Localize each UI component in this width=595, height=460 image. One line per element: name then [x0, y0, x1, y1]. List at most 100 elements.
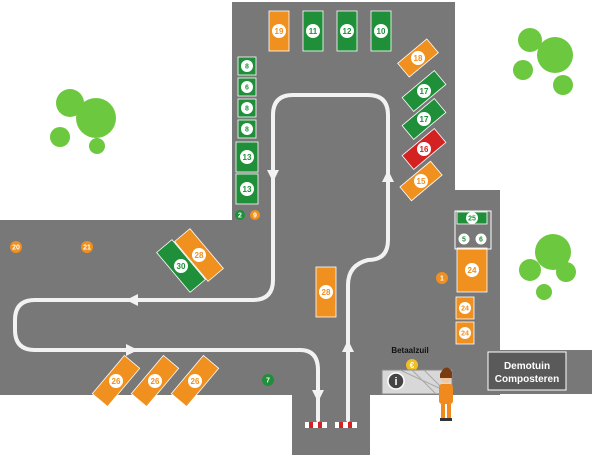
container-label: 28	[195, 251, 204, 260]
marker-dot	[436, 272, 448, 284]
marker-m21[interactable]: 21	[81, 241, 93, 253]
container-c8c[interactable]: 8	[237, 119, 257, 139]
marker-dot	[10, 241, 22, 253]
container-c12[interactable]: 12	[336, 10, 358, 52]
marker-m6[interactable]: 6	[475, 233, 487, 245]
container-c26b[interactable]: 26	[130, 354, 180, 408]
payment-station[interactable]: Betaalzuil €	[391, 346, 429, 371]
marker-m9[interactable]: 9	[250, 210, 260, 220]
container-label: 10	[377, 27, 386, 36]
container-c24c[interactable]: 24	[455, 321, 475, 345]
container-c13b[interactable]: 13	[235, 173, 259, 205]
container-c13a[interactable]: 13	[235, 141, 259, 173]
container-label: 17	[420, 115, 429, 124]
container-c30[interactable]: 30	[156, 239, 206, 293]
marker-m1[interactable]: 1	[436, 272, 448, 284]
arrow-down-icon	[312, 390, 324, 402]
container-label: 16	[420, 145, 429, 154]
container-badge	[188, 374, 202, 388]
container-c11[interactable]: 11	[302, 10, 324, 52]
container-badge	[374, 24, 388, 38]
container-label: 30	[177, 262, 186, 271]
marker-label: 20	[12, 245, 20, 252]
euro-coin-icon	[406, 359, 418, 371]
tree-icon	[89, 138, 105, 154]
container-label: 24	[468, 266, 477, 275]
container-c8a[interactable]: 8	[237, 56, 257, 76]
container-label: 13	[243, 153, 252, 162]
container-c25[interactable]: 25	[456, 211, 488, 225]
container-label: 26	[191, 377, 200, 386]
container-c17a[interactable]: 17	[401, 70, 447, 112]
container-label: 28	[322, 288, 331, 297]
marker-label: 21	[83, 245, 91, 252]
marker-m5[interactable]: 5	[458, 233, 470, 245]
container-badge	[240, 150, 254, 164]
container-badge	[414, 174, 428, 188]
route-line	[271, 93, 390, 422]
marker-label: 5	[462, 237, 466, 244]
container-badge	[417, 142, 431, 156]
container-label: 18	[414, 54, 423, 63]
building-line1: Demotuin	[504, 361, 550, 372]
info-icon[interactable]	[387, 372, 405, 390]
container-c26a[interactable]: 26	[91, 354, 141, 408]
tree-icon	[513, 60, 533, 80]
container-label: 13	[243, 185, 252, 194]
tree-icon	[50, 127, 70, 147]
container-c19[interactable]: 19	[268, 10, 290, 52]
container-label: 24	[461, 331, 469, 338]
container-c26c[interactable]: 26	[170, 354, 220, 408]
marker-dot	[250, 210, 260, 220]
container-label: 26	[112, 377, 121, 386]
compost-demo-garden[interactable]: Demotuin Composteren	[466, 350, 592, 394]
container-badge	[241, 60, 253, 72]
container-badge	[319, 285, 333, 299]
container-badge	[306, 24, 320, 38]
marker-m2[interactable]: 2	[235, 210, 245, 220]
container-badge	[241, 81, 253, 93]
container-c18[interactable]: 18	[397, 38, 439, 78]
arrow-up-icon	[342, 340, 354, 352]
marker-label: 6	[479, 237, 483, 244]
tree-icon	[556, 262, 576, 282]
container-c16[interactable]: 16	[401, 128, 447, 170]
container-badge	[459, 302, 471, 314]
tree-icon	[76, 98, 116, 138]
attendant-person-icon	[439, 367, 453, 421]
container-badge	[272, 24, 286, 38]
arrow-left-icon	[126, 294, 138, 306]
tree-icon	[518, 28, 542, 52]
tree-icon	[553, 75, 573, 95]
marker-m7[interactable]: 7	[262, 374, 274, 386]
container-c28a[interactable]: 28	[174, 228, 224, 282]
info-symbol: i	[394, 376, 397, 388]
container-c10[interactable]: 10	[370, 10, 392, 52]
marker-m20[interactable]: 20	[10, 241, 22, 253]
container-c8b[interactable]: 8	[237, 98, 257, 118]
container-badge	[465, 263, 479, 277]
container-c24a[interactable]: 24	[456, 247, 488, 293]
container-c17b[interactable]: 17	[401, 98, 447, 140]
container-label: 25	[468, 216, 476, 223]
barrier-gate-icon	[305, 422, 357, 428]
container-label: 15	[417, 177, 426, 186]
container-c24b[interactable]: 24	[455, 296, 475, 320]
arrow-up-icon	[382, 170, 394, 182]
euro-symbol: €	[410, 361, 415, 370]
container-c28b[interactable]: 28	[315, 266, 337, 318]
container-badge	[417, 112, 431, 126]
container-label: 26	[151, 377, 160, 386]
payment-label: Betaalzuil	[391, 346, 428, 355]
arrow-down-icon	[267, 170, 279, 182]
container-badge	[466, 212, 478, 224]
container-c15[interactable]: 15	[399, 160, 443, 202]
tree-icon	[536, 284, 552, 300]
trees	[50, 28, 576, 300]
container-c6[interactable]: 6	[237, 77, 257, 97]
container-badge	[148, 374, 162, 388]
marker-dot	[262, 374, 274, 386]
container-badge	[340, 24, 354, 38]
